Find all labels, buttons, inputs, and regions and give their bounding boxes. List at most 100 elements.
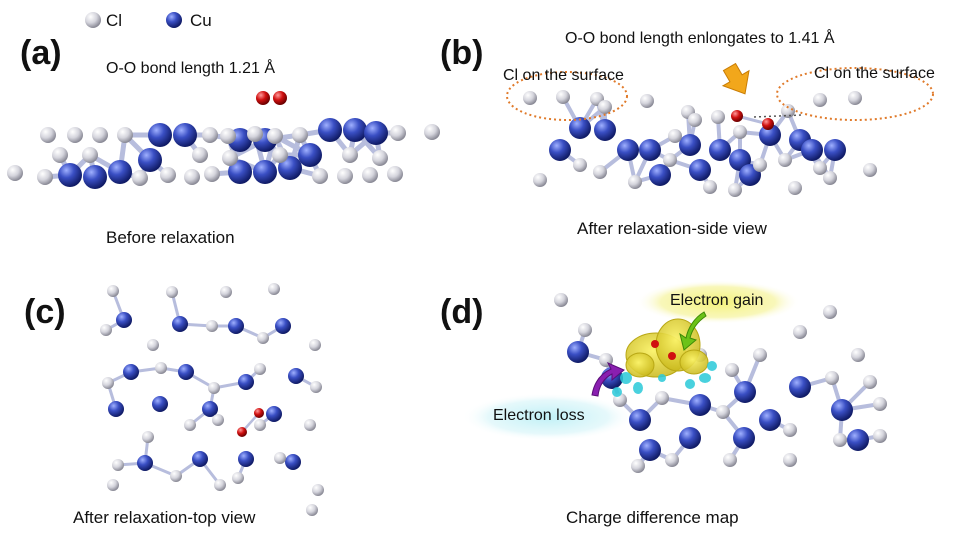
cl-atom (578, 323, 592, 337)
cl-atom (523, 91, 537, 105)
cu-atom (192, 451, 208, 467)
cu-atom (734, 381, 756, 403)
electron-gain-label: Electron gain (670, 292, 764, 309)
cl-atom (387, 166, 403, 182)
legend-cl-label: Cl (106, 11, 123, 30)
cu-atom (298, 143, 322, 167)
panel-c-label: (c) (24, 293, 66, 331)
cu-atom (172, 316, 188, 332)
cu-atom (137, 455, 153, 471)
cl-atom (533, 173, 547, 187)
cl-atom (668, 129, 682, 143)
oxygen-atom (731, 110, 743, 122)
oxygen-atom (273, 91, 287, 105)
cu-atom (138, 148, 162, 172)
cl-atom (112, 459, 124, 471)
cl-atom (254, 363, 266, 375)
cl-atom (220, 286, 232, 298)
cl-atom (628, 175, 642, 189)
cu-atom (238, 374, 254, 390)
cl-atom (823, 171, 837, 185)
panel-b-caption: After relaxation-side view (577, 219, 767, 238)
cu-atom (83, 165, 107, 189)
cl-atom (142, 431, 154, 443)
cu-atom (238, 451, 254, 467)
cu-atom (228, 318, 244, 334)
cl-atom (716, 405, 730, 419)
cl-atom (655, 391, 669, 405)
cl-atom (813, 93, 827, 107)
cl-atom (424, 124, 440, 140)
surface-cl-label-right: Cl on the surface (814, 65, 935, 82)
cu-atom (639, 439, 661, 461)
oxygen-atom (237, 427, 247, 437)
cl-atom (851, 348, 865, 362)
cu-atom (801, 139, 823, 161)
cl-atom (208, 382, 220, 394)
cl-atom (267, 128, 283, 144)
cu-atom (116, 312, 132, 328)
o2-arrow-icon (721, 62, 750, 95)
legend-cl-atom (85, 12, 101, 28)
cl-atom (703, 180, 717, 194)
cl-atom (556, 90, 570, 104)
cl-atom (304, 419, 316, 431)
cl-atom (206, 320, 218, 332)
electron-loss-label: Electron loss (493, 407, 585, 424)
cl-atom (631, 459, 645, 473)
panel-b-label: (b) (440, 34, 484, 72)
cl-atom (598, 100, 612, 114)
cl-atom (783, 453, 797, 467)
panel-d-label: (d) (440, 293, 484, 331)
cu-atom (266, 406, 282, 422)
cl-atom (147, 339, 159, 351)
cl-atom (342, 147, 358, 163)
cl-atom (160, 167, 176, 183)
cu-atom (679, 427, 701, 449)
cl-atom (192, 147, 208, 163)
cl-atom (778, 153, 792, 167)
cl-atom (309, 339, 321, 351)
cl-atom (873, 397, 887, 411)
cl-atom (825, 371, 839, 385)
cu-atom (285, 454, 301, 470)
cl-atom (202, 127, 218, 143)
cl-atom (665, 453, 679, 467)
cl-atom (117, 127, 133, 143)
oxygen-atom (256, 91, 270, 105)
cl-atom (132, 170, 148, 186)
oxygen-atom (762, 118, 774, 130)
electron-loss-arrow-icon (591, 361, 625, 397)
cu-atom (789, 376, 811, 398)
cu-atom (364, 121, 388, 145)
cu-atom (148, 123, 172, 147)
o-bond-dots (753, 114, 803, 118)
panel-d-caption: Charge difference map (566, 508, 739, 527)
cl-atom (247, 126, 263, 142)
cu-atom (58, 163, 82, 187)
cu-atom (617, 139, 639, 161)
cu-atom (288, 368, 304, 384)
cl-atom (723, 453, 737, 467)
cl-atom (212, 414, 224, 426)
cl-atom (390, 125, 406, 141)
cu-atom (831, 399, 853, 421)
surface-cl-ellipse-right (776, 67, 934, 121)
legend-cu-atom (166, 12, 182, 28)
cl-atom (7, 165, 23, 181)
cu-atom (689, 159, 711, 181)
cl-atom (82, 147, 98, 163)
cl-atom (100, 324, 112, 336)
cl-atom (640, 94, 654, 108)
cu-atom (569, 117, 591, 139)
cl-atom (663, 153, 677, 167)
cu-atom (123, 364, 139, 380)
cu-atom (689, 394, 711, 416)
cl-atom (312, 168, 328, 184)
cu-atom (173, 123, 197, 147)
cl-atom (337, 168, 353, 184)
cl-atom (312, 484, 324, 496)
cu-atom (202, 401, 218, 417)
cl-atom (725, 363, 739, 377)
